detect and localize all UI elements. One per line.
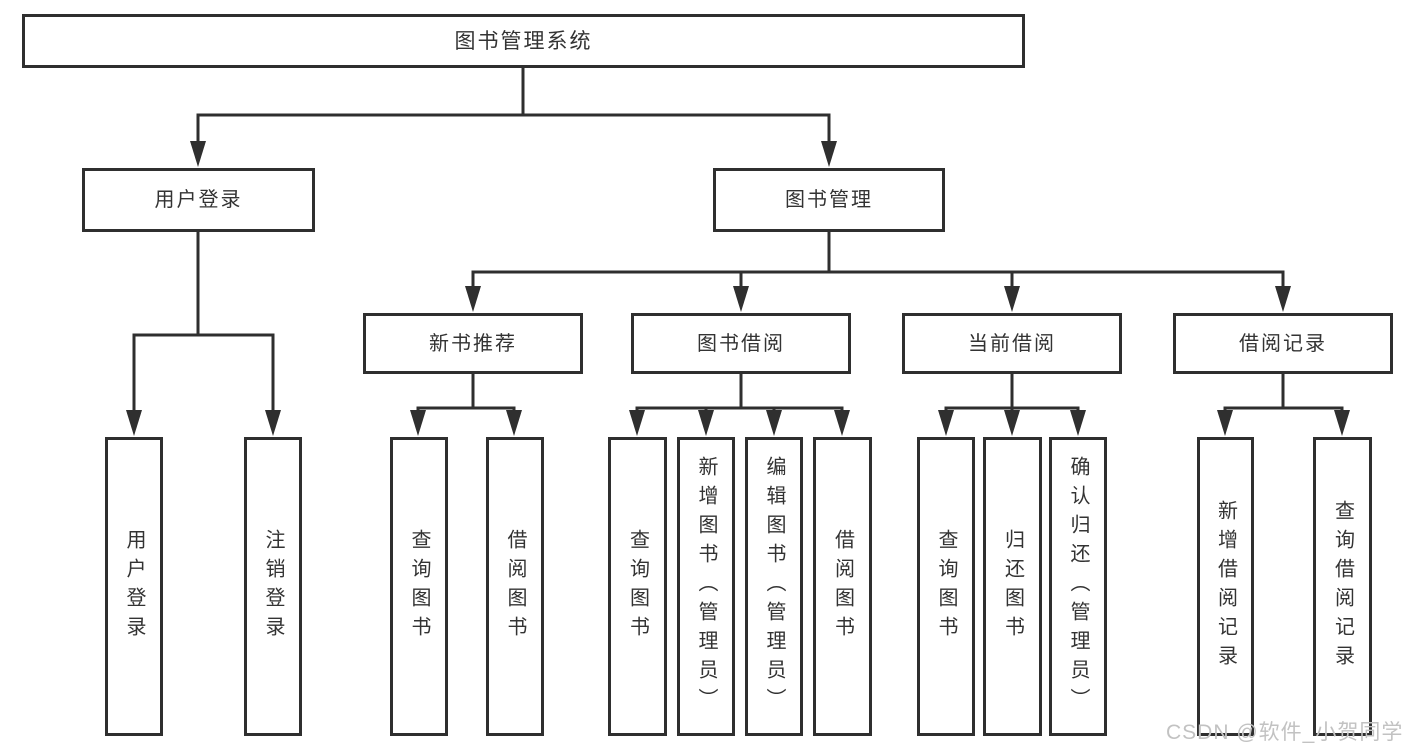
arrowheads: [126, 141, 1350, 436]
leaf-query-books-borrow: 查询图书: [608, 437, 667, 736]
leaf-query-books-current: 查询图书: [917, 437, 975, 736]
node-current-borrow: 当前借阅: [902, 313, 1122, 374]
leaf-add-book-admin: 新增图书（管理员）: [677, 437, 735, 736]
leaf-edit-book-admin: 编辑图书（管理员）: [745, 437, 803, 736]
leaf-add-borrow-record: 新增借阅记录: [1197, 437, 1254, 736]
node-book-borrow: 图书借阅: [631, 313, 851, 374]
leaf-borrow-books-recommend: 借阅图书: [486, 437, 544, 736]
node-book-management: 图书管理: [713, 168, 945, 232]
node-root: 图书管理系统: [22, 14, 1025, 68]
leaf-confirm-return-admin: 确认归还（管理员）: [1049, 437, 1107, 736]
leaf-borrow-books-borrow: 借阅图书: [813, 437, 872, 736]
leaf-return-book: 归还图书: [983, 437, 1042, 736]
leaf-query-books-recommend: 查询图书: [390, 437, 448, 736]
leaf-query-borrow-record: 查询借阅记录: [1313, 437, 1372, 736]
leaf-logout: 注销登录: [244, 437, 302, 736]
leaf-user-login: 用户登录: [105, 437, 163, 736]
node-borrow-records: 借阅记录: [1173, 313, 1393, 374]
node-user-login: 用户登录: [82, 168, 315, 232]
watermark: CSDN @软件_小贺同学: [1166, 721, 1404, 744]
node-new-book-recommend: 新书推荐: [363, 313, 583, 374]
